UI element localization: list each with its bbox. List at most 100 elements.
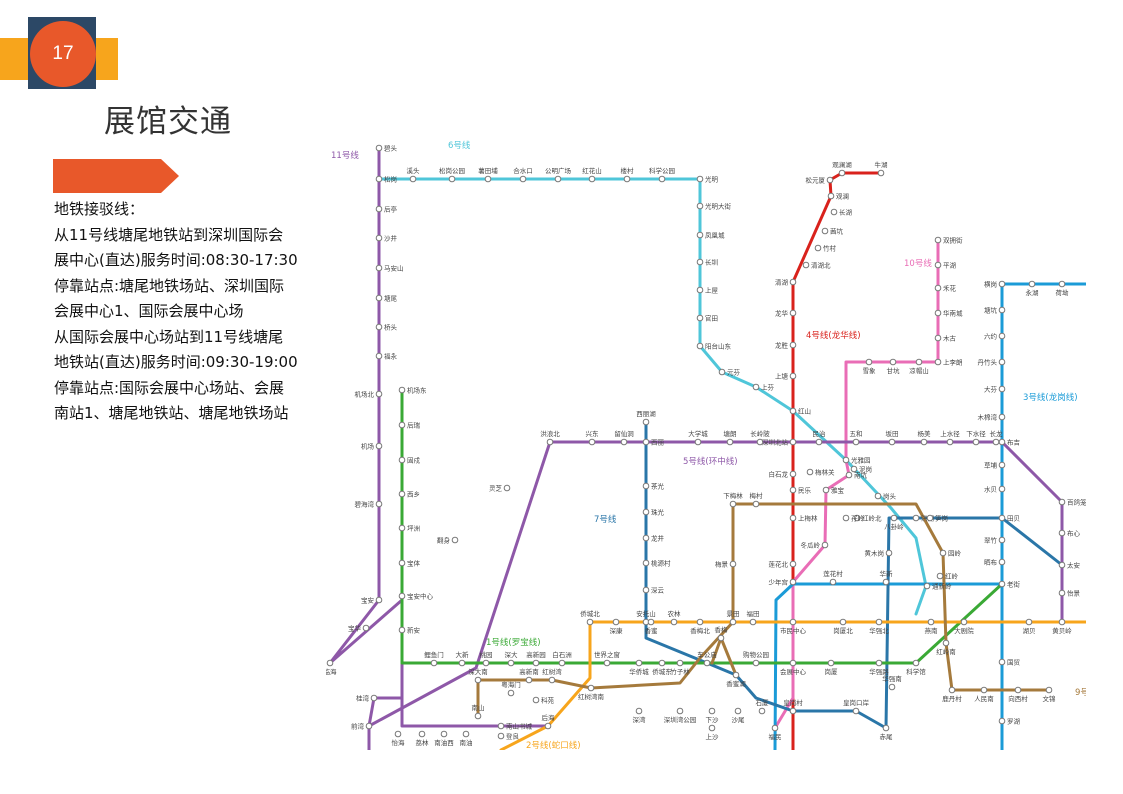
metro-station: 水贝 <box>984 485 1006 494</box>
station-marker <box>554 175 562 183</box>
station-marker <box>822 486 830 494</box>
station-marker <box>670 618 678 626</box>
metro-station: 六约 <box>984 332 1006 341</box>
metro-station: 横岗 <box>984 280 1006 289</box>
station-label: 红花山 <box>582 166 602 175</box>
station-marker <box>544 722 552 730</box>
station-label: 西丽 <box>651 439 665 447</box>
station-label: 华侨城 <box>629 667 649 676</box>
station-marker <box>603 659 611 667</box>
station-marker <box>789 470 797 478</box>
metro-station: 福永 <box>375 352 398 361</box>
station-marker <box>998 717 1006 725</box>
metro-station: 侨城北 <box>580 609 600 626</box>
metro-station: 上屋 <box>696 286 719 295</box>
metro-station: 老街 <box>998 580 1021 589</box>
station-label: 碧海湾 <box>355 500 375 509</box>
metro-station: 香梅北 <box>690 618 710 635</box>
station-label: 笋岗 <box>935 514 948 523</box>
station-marker <box>874 492 882 500</box>
metro-station: 草埔 <box>984 461 1006 470</box>
station-marker <box>398 490 406 498</box>
station-marker <box>829 578 837 586</box>
station-label: 下水径 <box>966 429 986 438</box>
metro-station: 民治 <box>813 429 826 446</box>
station-marker <box>885 549 893 557</box>
station-label: 南坑 <box>854 471 868 480</box>
station-marker <box>375 234 383 242</box>
station-label: 粤海门 <box>501 680 521 689</box>
station-marker <box>789 372 797 380</box>
metro-station: 牛湖 <box>875 160 888 177</box>
station-marker <box>448 175 456 183</box>
metro-station: 长岭陂 <box>750 429 770 446</box>
station-marker <box>375 442 383 450</box>
station-marker <box>972 438 980 446</box>
station-label: 百鸽笼 <box>1067 498 1086 507</box>
station-marker <box>642 534 650 542</box>
station-marker <box>375 323 383 331</box>
metro-station: 白石洲 <box>552 650 572 667</box>
metro-station: 布吉 <box>998 438 1021 447</box>
station-marker <box>998 332 1006 340</box>
station-marker <box>696 342 704 350</box>
station-label: 福民 <box>769 732 782 741</box>
station-label: 竹村 <box>823 244 837 253</box>
metro-station: 深圳北站 <box>762 438 797 447</box>
station-label: 红山 <box>798 407 811 416</box>
station-label: 深圳北站 <box>762 438 789 447</box>
metro-station: 上水径 <box>940 429 960 446</box>
station-marker <box>998 461 1006 469</box>
station-marker <box>998 385 1006 393</box>
metro-station: 坂田 <box>886 429 899 446</box>
station-label: 安托山 <box>636 609 656 618</box>
station-marker <box>789 341 797 349</box>
line-label: 3号线(龙岗线) <box>1023 392 1078 403</box>
station-marker <box>394 730 402 738</box>
text-line: 南站1、塘尾地铁站、塘尾地铁场站 <box>54 404 289 422</box>
station-label: 侨城北 <box>580 609 600 618</box>
station-label: 茶光 <box>651 482 665 491</box>
station-marker <box>658 175 666 183</box>
text-line: 从11号线塘尾地铁站到深圳国际会 <box>54 225 284 244</box>
station-label: 兴东 <box>586 429 600 438</box>
station-label: 新安 <box>407 626 421 635</box>
station-marker <box>642 586 650 594</box>
station-marker <box>362 624 370 632</box>
station-label: 清湖 <box>775 278 789 287</box>
metro-line <box>499 620 592 750</box>
metro-map: 碧头松岗后亭沙井马安山塘尾桥头福永机场北机场碧海湾宝安宝华临海桂湾前湾溪头松岗公… <box>326 138 1086 750</box>
metro-station: 翻身 <box>437 536 459 545</box>
station-marker <box>588 175 596 183</box>
station-marker <box>696 618 704 626</box>
metro-station: 南油 <box>460 730 473 747</box>
metro-station: 梅景 <box>715 560 737 569</box>
station-marker <box>708 724 716 732</box>
metro-station: 留仙洞 <box>614 429 634 446</box>
metro-line <box>644 420 888 730</box>
metro-station: 光明大街 <box>696 202 732 211</box>
metro-station: 下水径 <box>966 429 986 446</box>
station-marker <box>497 732 505 740</box>
station-label: 大学城 <box>688 429 708 438</box>
metro-station: 黄贝岭 <box>1052 618 1072 635</box>
metro-station: 溪头 <box>407 166 420 183</box>
station-marker <box>960 618 968 626</box>
metro-station: 红树湾南 <box>578 684 605 701</box>
station-label: 登良 <box>506 732 520 741</box>
line-label: 7号线 <box>594 514 617 525</box>
station-marker <box>998 658 1006 666</box>
metro-station: 岗厦 <box>825 659 838 676</box>
metro-station: 红树湾 <box>542 667 562 684</box>
station-label: 购物公园 <box>743 650 769 659</box>
station-label: 园岭 <box>948 549 962 558</box>
metro-station: 上塘 <box>775 372 797 381</box>
station-marker <box>375 264 383 272</box>
station-marker <box>729 500 737 508</box>
metro-station: 香梅 <box>715 625 728 642</box>
metro-station: 科学公园 <box>649 166 675 183</box>
station-label: 深云 <box>651 586 665 595</box>
metro-station: 少年宫 <box>769 578 797 587</box>
station-label: 鲤鱼门 <box>424 650 444 659</box>
station-marker <box>934 358 942 366</box>
